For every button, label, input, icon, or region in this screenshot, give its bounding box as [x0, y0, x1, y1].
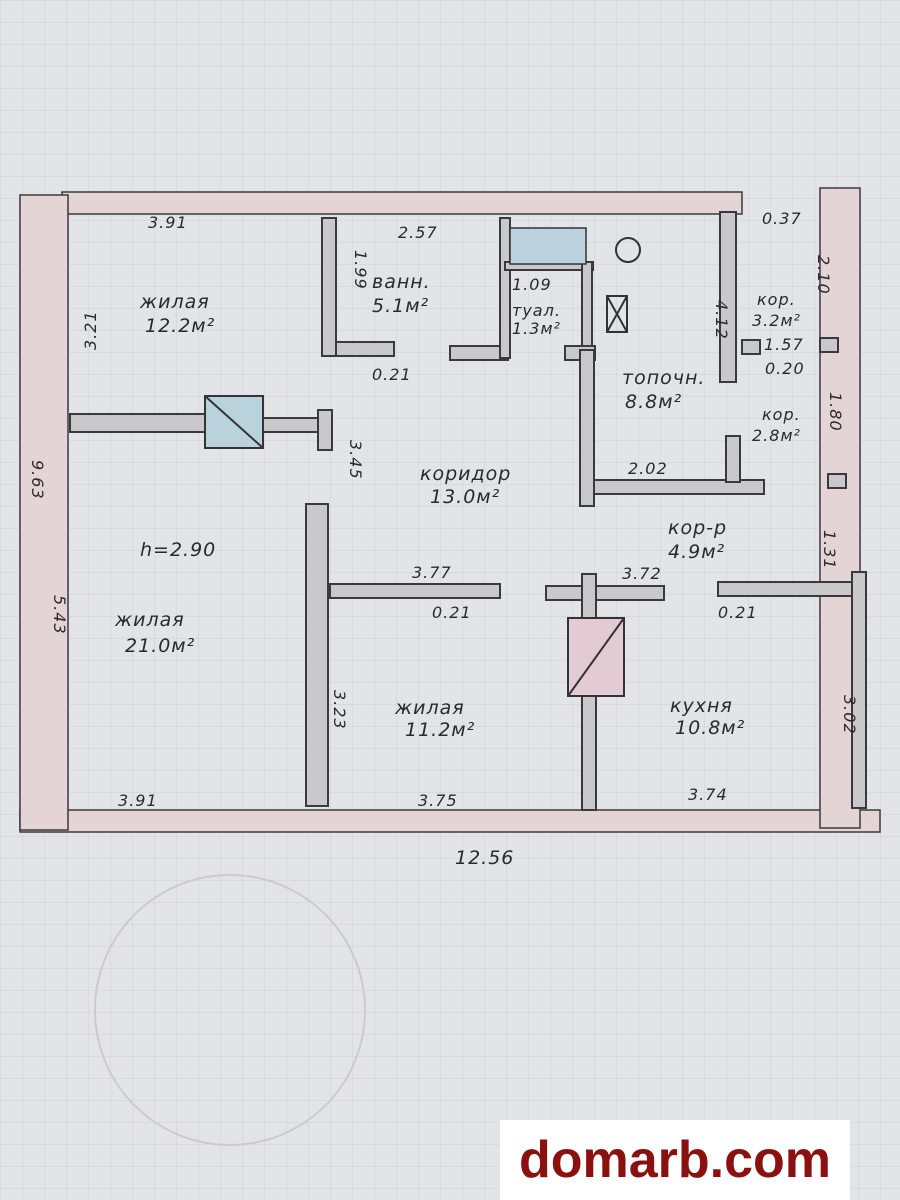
room-area: 3.2м² [752, 311, 801, 330]
dimension: 1.80 [826, 392, 845, 432]
dimension: 0.37 [762, 209, 802, 228]
dimension: 5.43 [50, 595, 69, 635]
room-area: 2.8м² [752, 426, 801, 445]
room-area: 1.3м² [512, 319, 561, 338]
room-area: 13.0м² [430, 486, 500, 508]
dimension: 1.09 [512, 275, 552, 294]
dimension: 3.45 [346, 440, 365, 480]
room-name: ванн. [372, 271, 431, 293]
room-name: жилая [114, 609, 185, 631]
room-area: 8.8м² [625, 391, 682, 413]
dimension: 1.57 [764, 335, 804, 354]
room-name: кор-р [668, 517, 727, 539]
dimension: 2.02 [628, 459, 668, 478]
room-name: топочн. [622, 367, 705, 389]
dimension: 1.99 [351, 250, 370, 290]
dimension: 2.10 [814, 255, 833, 295]
dimension: 0.21 [372, 365, 412, 384]
dimension: 3.02 [840, 695, 859, 735]
room-name: жилая [139, 291, 210, 313]
room-name: жилая [394, 697, 465, 719]
dimension: 3.91 [148, 213, 188, 232]
room-name: туал. [512, 301, 561, 320]
room-name: коридор [420, 463, 511, 485]
dimension: 0.21 [432, 603, 472, 622]
dimension: 1.31 [820, 530, 839, 570]
ceiling-height: h=2.90 [140, 539, 216, 561]
room-area: 21.0м² [125, 635, 195, 657]
dimension-total-width: 12.56 [455, 847, 514, 869]
room-name: кор. [757, 290, 796, 309]
dimension-labels: 3.91 2.57 0.37 3.21 1.99 1.09 4.12 2.10 … [28, 209, 859, 869]
dimension: 3.75 [418, 791, 458, 810]
room-labels: жилая 12.2м² ванн. 5.1м² туал. 1.3м² кор… [114, 271, 801, 741]
dimension: 3.91 [118, 791, 158, 810]
dimension: 3.21 [81, 310, 100, 350]
faded-stamp [94, 874, 366, 1146]
room-name: кор. [762, 405, 801, 424]
dimension: 0.21 [718, 603, 758, 622]
watermark-text: domarb.com [518, 1131, 832, 1189]
dimension: 9.63 [28, 460, 47, 500]
dimension: 4.12 [712, 300, 731, 340]
dimension: 2.57 [398, 223, 438, 242]
dimension: 3.77 [412, 563, 452, 582]
dimension: 3.72 [622, 564, 662, 583]
dimension: 0.20 [765, 359, 805, 378]
room-area: 5.1м² [372, 295, 429, 317]
room-area: 10.8м² [675, 717, 745, 739]
room-area: 11.2м² [405, 719, 475, 741]
room-name: кухня [670, 695, 733, 717]
room-area: 4.9м² [668, 541, 725, 563]
dimension: 3.23 [330, 690, 349, 730]
dimension: 3.74 [688, 785, 728, 804]
room-area: 12.2м² [145, 315, 215, 337]
watermark: domarb.com [500, 1120, 850, 1200]
walls [19, 187, 881, 833]
